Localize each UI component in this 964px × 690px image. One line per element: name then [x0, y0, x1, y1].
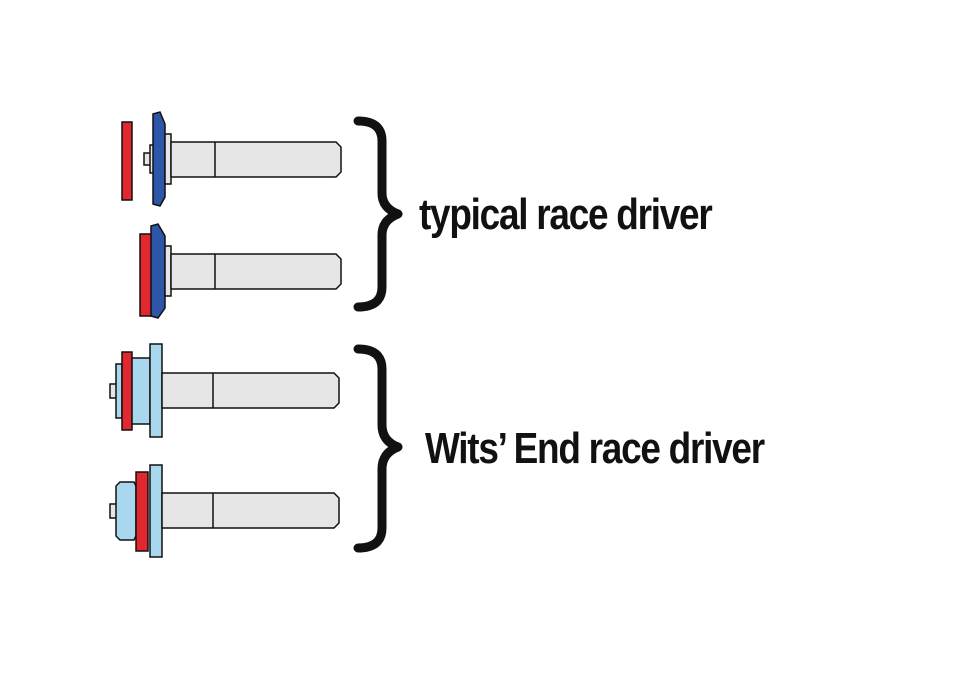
shaft: [170, 253, 342, 290]
blue-flange: [150, 223, 166, 319]
label-wits-end-race-driver: Wits’ End race driver: [425, 424, 765, 473]
blue-flange: [152, 111, 166, 207]
red-disc: [139, 233, 153, 317]
red-disc: [135, 471, 149, 552]
brace-wits: [353, 344, 403, 553]
light-blue-flange: [149, 343, 163, 438]
wits-driver-2: [109, 464, 340, 558]
light-blue-cap: [115, 481, 137, 541]
brace-typical: [353, 116, 403, 312]
hub-ring: [164, 245, 172, 297]
light-blue-cap: [115, 363, 123, 419]
typical-driver-1: [121, 111, 342, 207]
light-blue-spacer: [131, 357, 151, 425]
label-typical-race-driver: typical race driver: [419, 190, 713, 239]
hub-ring: [164, 133, 172, 185]
red-disc: [121, 351, 133, 431]
shaft: [170, 141, 342, 178]
light-blue-flange: [149, 464, 163, 558]
wits-driver-1: [109, 343, 340, 438]
red-disc: [121, 121, 133, 201]
shaft: [161, 372, 340, 409]
shaft: [161, 492, 340, 529]
typical-driver-2: [139, 223, 342, 319]
